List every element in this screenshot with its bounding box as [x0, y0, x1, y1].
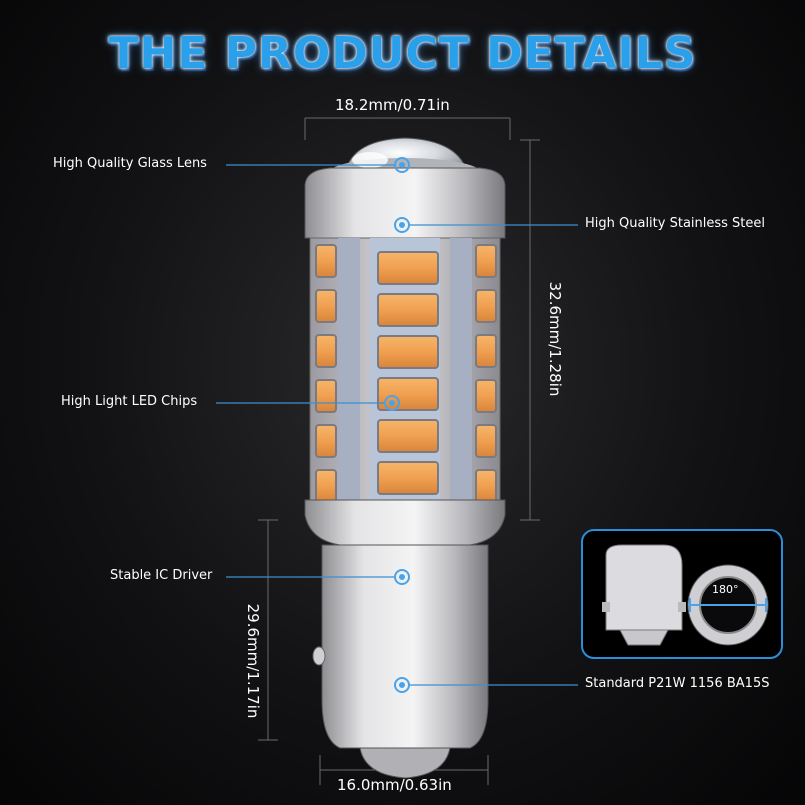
- callout-leaders: [216, 164, 578, 686]
- dim-lower-height: 29.6mm/1.17in: [244, 603, 262, 719]
- stainless-steel-cap: [304, 167, 506, 239]
- callout-led-chips: High Light LED Chips: [61, 394, 198, 409]
- dim-upper-height: 32.6mm/1.28in: [546, 281, 564, 397]
- callout-stainless-steel: High Quality Stainless Steel: [585, 216, 766, 231]
- callout-glass-lens: High Quality Glass Lens: [53, 156, 207, 171]
- inset-angle-label: 180°: [712, 583, 739, 596]
- callout-ic-driver: Stable IC Driver: [110, 568, 213, 583]
- callout-standard: Standard P21W 1156 BA15S: [585, 676, 770, 691]
- lower-steel-ring: [304, 499, 506, 546]
- dim-top-width: 18.2mm/0.71in: [335, 96, 450, 114]
- callout-targets: [384, 157, 410, 693]
- page-title: THE PRODUCT DETAILS: [108, 28, 697, 79]
- ba15s-base: [312, 544, 489, 779]
- led-chips-center: [377, 251, 439, 495]
- inset-panel: [581, 529, 783, 659]
- dim-base-width: 16.0mm/0.63in: [337, 776, 452, 794]
- led-chips-right: [475, 244, 497, 503]
